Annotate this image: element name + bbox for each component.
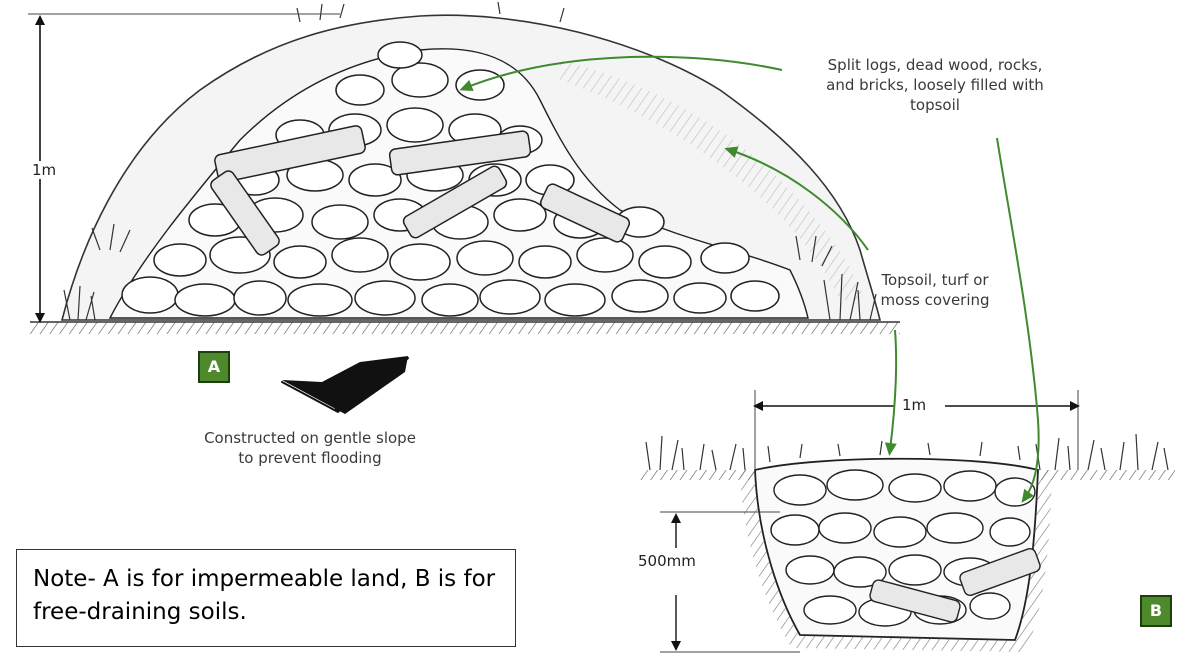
mound-a — [30, 2, 900, 334]
label-split-logs-line-2: and bricks, loosely filled with — [790, 75, 1080, 95]
pit-b-ground-right — [1035, 470, 1175, 480]
dimension-a-height-label: 1m — [30, 161, 58, 179]
label-slope-line-2: to prevent flooding — [190, 448, 430, 468]
pit-b — [640, 434, 1175, 652]
badge-a: A — [198, 351, 230, 383]
dimension-b-depth-label: 500mm — [636, 552, 698, 570]
label-slope: Constructed on gentle slope to prevent f… — [190, 428, 430, 468]
arrow-to-pit-b-topsoil — [890, 330, 896, 450]
badge-b: B — [1140, 595, 1172, 627]
label-topsoil: Topsoil, turf or moss covering — [860, 270, 1010, 310]
label-topsoil-line-2: moss covering — [860, 290, 1010, 310]
label-split-logs-line-1: Split logs, dead wood, rocks, — [790, 55, 1080, 75]
label-split-logs: Split logs, dead wood, rocks, and bricks… — [790, 55, 1080, 115]
note-text: Note- A is for impermeable land, B is fo… — [33, 566, 495, 625]
label-split-logs-line-3: topsoil — [790, 95, 1080, 115]
dimension-b-width-label: 1m — [902, 396, 926, 414]
arrow-to-pit-b-logs — [997, 138, 1039, 498]
slope-arrow-body — [282, 356, 408, 414]
note-box: Note- A is for impermeable land, B is fo… — [16, 549, 516, 647]
label-topsoil-line-1: Topsoil, turf or — [860, 270, 1010, 290]
label-slope-line-1: Constructed on gentle slope — [190, 428, 430, 448]
mound-a-ground — [30, 322, 900, 334]
